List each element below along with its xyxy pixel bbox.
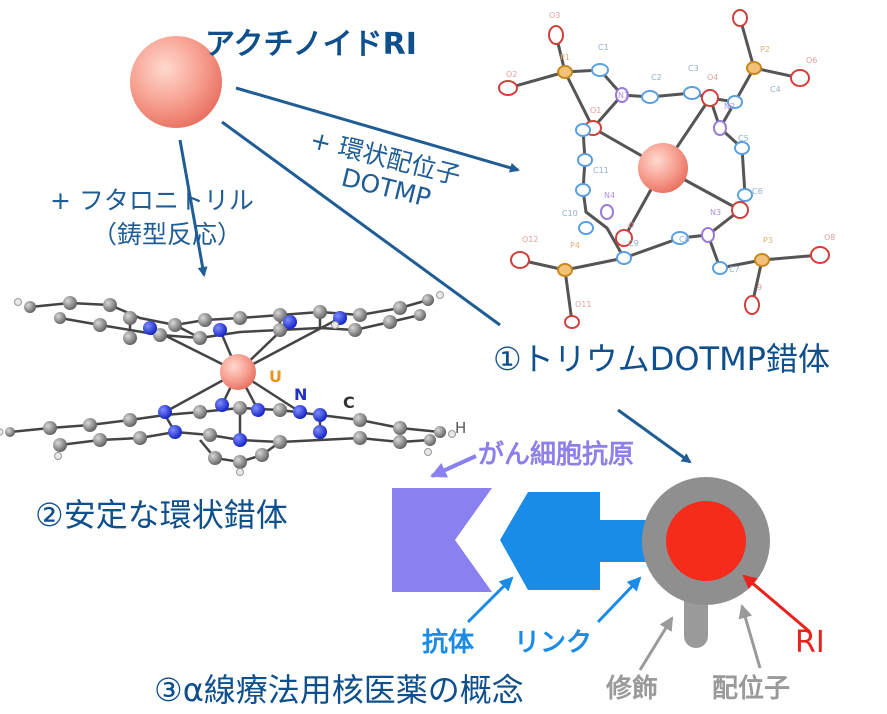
antigen-pointer: [430, 454, 477, 478]
ortep-atom-label: C11: [593, 166, 609, 175]
ortep-atom-label: O2: [506, 70, 517, 79]
caption-thorium-dotmp: ①トリウムDOTMP錯体: [493, 340, 830, 378]
ortep-atom-label: P3: [763, 236, 773, 245]
ortep-atom-label: N3: [710, 208, 721, 217]
ortep-atom-label: O12: [522, 235, 538, 244]
ortep-atom-label: P2: [760, 45, 770, 54]
ortep-atom-label: C5: [738, 134, 749, 143]
linker-pointer: [596, 576, 642, 624]
atom-label-n: N: [294, 385, 308, 404]
ortep-atom-label: C10: [562, 209, 578, 218]
ortep-atom-label: C9: [628, 239, 639, 248]
ligand-pointer: [738, 604, 762, 669]
ortep-atom-label: O11: [575, 300, 591, 309]
ortep-atom-label: C1: [598, 43, 609, 52]
antigen-label: がん細胞抗原: [478, 440, 635, 470]
arrow-to-phthalocyanine: [178, 139, 208, 277]
uranium-phthalocyanine-structure: [0, 291, 456, 476]
ligand-label: 配位子: [712, 674, 791, 704]
antibody-label: 抗体: [422, 628, 475, 658]
modification-label: 修飾: [606, 674, 659, 704]
ortep-atom-label: C4: [770, 85, 781, 94]
ortep-atoms: [498, 9, 830, 329]
ortep-atom-label: O8: [824, 233, 835, 242]
ortep-atom-label: O3: [549, 11, 560, 20]
thorium-atom: [638, 143, 688, 193]
uranium-atom: [220, 354, 256, 390]
ortep-atom-label: C3: [688, 64, 699, 73]
antibody-shape: [500, 492, 652, 590]
ortep-atom-label: 9: [757, 283, 762, 292]
phthalonitrile-reagent-line2: （鋳型反応）: [92, 220, 243, 249]
ortep-atom-label: N2: [724, 102, 735, 111]
atom-label-h: H: [455, 419, 467, 437]
arrow-to-dotmp: [235, 86, 520, 173]
ortep-atom-label: O6: [806, 56, 817, 65]
ortep-atom-label: P4: [570, 241, 580, 250]
arrow-to-concept: [221, 120, 501, 327]
ortep-atom-label: O4: [707, 73, 718, 82]
antibody-pointer: [466, 576, 514, 624]
caption-alpha-therapy-concept: ③α線療法用核医薬の概念: [154, 671, 524, 709]
ri-core: [666, 501, 746, 581]
phthalonitrile-reagent-line1: + フタロニトリル: [50, 186, 254, 215]
caption-stable-complex: ②安定な環状錯体: [35, 496, 288, 534]
atom-label-u: U: [269, 367, 282, 386]
cancer-antigen-shape: [392, 488, 492, 592]
ortep-atom-label: O1: [590, 106, 601, 115]
ri-pointer: [742, 574, 811, 634]
ortep-atom-label: C2: [651, 73, 662, 82]
ortep-atom-label: C6: [752, 187, 763, 196]
ortep-atom-label: P1: [560, 53, 570, 62]
page-title: アクチノイドRI: [205, 27, 417, 62]
actinide-ri-sphere: [130, 36, 222, 128]
arrow-to-concept-tail: [617, 408, 692, 464]
linker-label: リンク: [514, 628, 593, 658]
ri-label: RI: [795, 625, 825, 660]
ortep-atom-label: C8: [679, 235, 690, 244]
ortep-atom-label: O: [628, 221, 634, 230]
ortep-atom-label: N1: [618, 91, 629, 100]
ortep-atom-label: N4: [604, 191, 615, 200]
ortep-atom-label: C7: [729, 265, 740, 274]
modification-pointer: [638, 616, 674, 671]
atom-label-c: C: [343, 393, 355, 412]
